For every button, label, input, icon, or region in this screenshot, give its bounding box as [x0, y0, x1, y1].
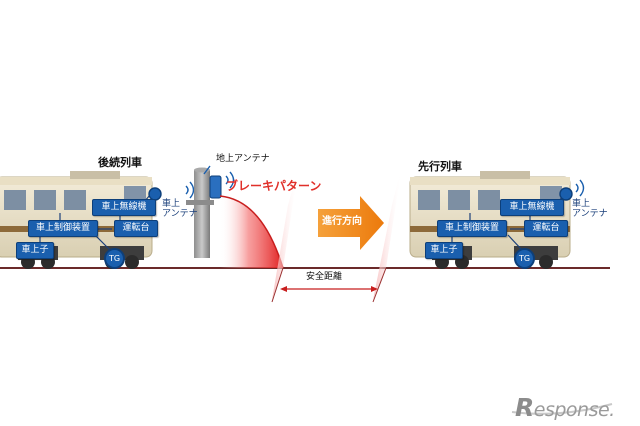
- logo-rest: esponse.: [533, 399, 615, 421]
- rear-control-box: 車上制御装置: [28, 220, 98, 237]
- safe-distance-start-line: [271, 267, 284, 303]
- front-train-title: 先行列車: [418, 160, 462, 173]
- front-control-box: 車上制御装置: [437, 220, 507, 237]
- front-antenna-label: 車上 アンテナ: [572, 199, 608, 219]
- rear-antenna-label-text: 車上 アンテナ: [162, 199, 198, 219]
- rear-signal-waves: [148, 181, 195, 201]
- front-signal-waves: [559, 179, 585, 201]
- rear-radio-box: 車上無線機: [92, 199, 156, 216]
- safe-distance-arrowhead-left: [280, 286, 287, 292]
- ground-antenna-label: 地上アンテナ: [216, 154, 270, 164]
- safe-distance-label: 安全距離: [306, 272, 343, 282]
- safe-distance-end-sheet: [373, 165, 402, 300]
- direction-label: 進行方向: [322, 216, 362, 227]
- logo-swoosh: [511, 403, 613, 415]
- front-antenna-label-text: 車上 アンテナ: [572, 199, 608, 219]
- brake-pattern-area: [220, 196, 283, 268]
- safe-distance-end-line: [372, 267, 387, 303]
- rear-train-title: 後続列車: [98, 156, 142, 169]
- front-cab-box: 運転台: [524, 220, 568, 237]
- safe-distance-arrowhead-right: [371, 286, 378, 292]
- brake-pattern-label: ブレーキパターン: [226, 179, 322, 193]
- direction-arrow: [318, 196, 384, 250]
- ground-signal-waves: [203, 165, 235, 189]
- front-tg-icon: TG: [514, 248, 535, 269]
- rear-transponder-box: 車上子: [16, 242, 54, 259]
- rear-tg-icon: TG: [104, 248, 125, 269]
- response-logo: Response.: [515, 393, 615, 422]
- front-transponder-box: 車上子: [425, 242, 463, 259]
- front-radio-box: 車上無線機: [500, 199, 564, 216]
- brake-pattern-curve: [219, 195, 284, 269]
- rear-antenna-label: 車上 アンテナ: [162, 199, 198, 219]
- rear-cab-box: 運転台: [114, 220, 158, 237]
- logo-initial: R: [515, 393, 534, 422]
- safe-distance-start-sheet: [272, 170, 298, 300]
